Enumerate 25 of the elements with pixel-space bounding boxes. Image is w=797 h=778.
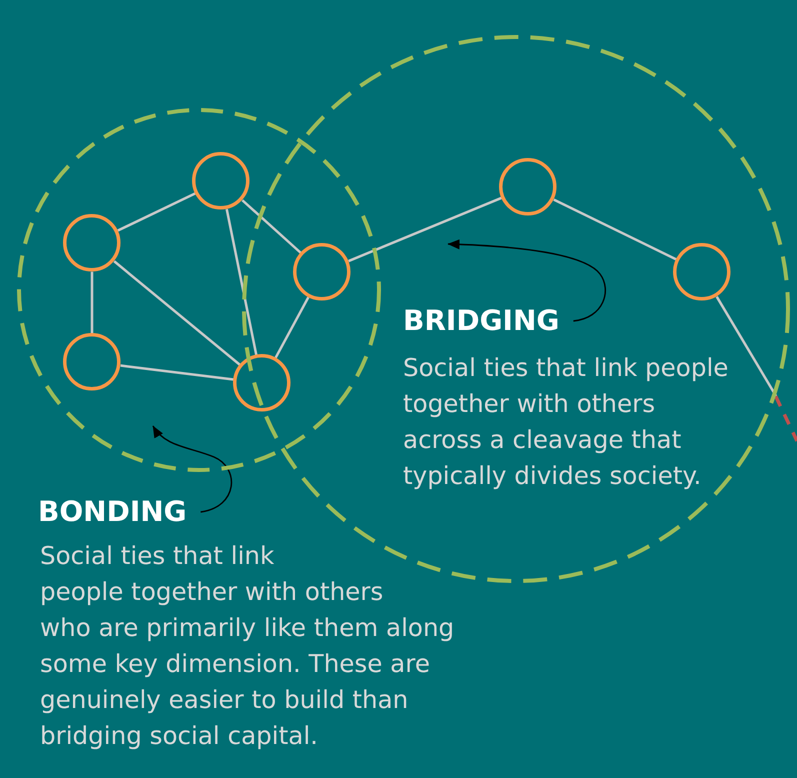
tie-line [274, 296, 310, 358]
description-text: Social ties that link people together with others across a cleavage that typically divides society. [403, 352, 730, 492]
tie-line [226, 208, 258, 356]
dashed-tie-line [774, 396, 797, 442]
tie-line [716, 296, 778, 397]
tie-line [90, 272, 94, 334]
node-circle [63, 214, 121, 272]
tie-line [242, 199, 302, 254]
tie-line [348, 196, 502, 262]
node-circle [499, 158, 557, 216]
section-heading: BRIDGING [403, 304, 560, 338]
tie-line [120, 364, 234, 381]
dashed-group-circle [17, 108, 381, 472]
node-circle [63, 333, 121, 391]
node-circle [233, 354, 291, 412]
node-circle [192, 152, 250, 210]
node-circle [673, 243, 731, 301]
curved-arrow [152, 426, 232, 513]
tie-line [113, 260, 241, 366]
node-circle [293, 243, 351, 301]
section-heading: BONDING [38, 495, 187, 529]
tie-line [553, 198, 677, 260]
tie-line [117, 192, 196, 232]
description-text: Social ties that link people together with others who are primarily like them along some key dimension. These are genuinely easier to build than bridging social capital. [40, 540, 456, 752]
curved-arrow [448, 239, 606, 322]
